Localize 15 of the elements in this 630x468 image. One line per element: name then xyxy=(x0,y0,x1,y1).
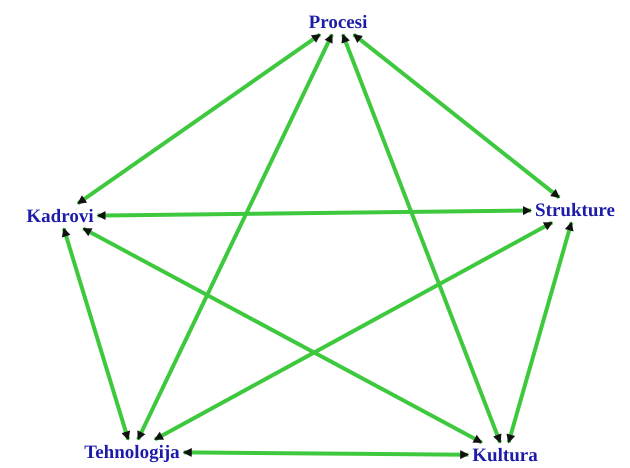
node-label: Procesi xyxy=(304,10,372,34)
double-arrow xyxy=(82,226,483,444)
node-label: Kultura xyxy=(468,442,542,468)
node-label: Tehnologija xyxy=(80,440,184,464)
double-arrow xyxy=(182,448,470,460)
double-arrow xyxy=(136,34,334,440)
double-arrow xyxy=(62,228,130,440)
double-arrow xyxy=(506,222,574,444)
double-arrow xyxy=(96,206,532,220)
node-label: Kadrovi xyxy=(22,204,98,228)
double-arrow xyxy=(340,34,502,444)
double-arrow xyxy=(76,32,322,206)
double-arrow xyxy=(154,220,554,442)
double-arrow xyxy=(352,32,560,200)
node-label: Strukture xyxy=(531,198,619,222)
